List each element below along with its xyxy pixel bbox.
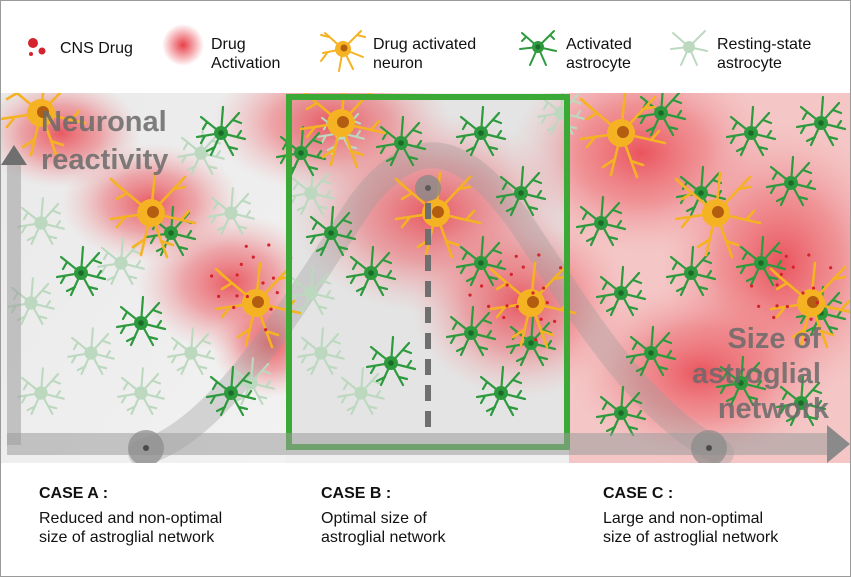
- activated-astrocyte-icon: [519, 30, 557, 66]
- activated-astrocyte: [775, 375, 827, 427]
- drug-activated-neuron: [769, 261, 850, 349]
- resting-astrocyte: [337, 367, 385, 415]
- resting-astrocyte: [97, 237, 145, 285]
- activated-astrocyte: [115, 295, 167, 347]
- resting-astrocyte: [117, 367, 165, 415]
- activated-astrocyte: [55, 245, 107, 297]
- drug-activated-neuron: [214, 261, 302, 349]
- drug-particles: [468, 253, 563, 342]
- x-axis-arrow: [827, 425, 850, 463]
- resting-astrocyte: [17, 197, 65, 245]
- case-b-title: CASE B :: [321, 485, 392, 502]
- activated-astrocyte: [595, 385, 647, 437]
- case-c: CASE C : Large and non-optimal size of a…: [603, 485, 850, 547]
- legend-label-drug: CNS Drug: [60, 40, 133, 57]
- legend: CNS Drug Drug Activation Drug activated …: [1, 1, 850, 93]
- neuron-icon: [320, 30, 366, 72]
- cell-layer: [1, 71, 850, 437]
- activated-astrocyte: [715, 355, 767, 407]
- activated-astrocyte: [195, 105, 247, 157]
- activated-astrocyte: [725, 105, 777, 157]
- activated-astrocyte: [365, 335, 417, 387]
- resting-astrocyte: [287, 167, 335, 215]
- activated-astrocyte: [575, 195, 627, 247]
- legend-label-resting-astrocyte: Resting-state astrocyte: [717, 36, 812, 72]
- x-axis-label: Size of astroglial network: [692, 323, 830, 425]
- activated-astrocyte: [205, 365, 257, 417]
- activated-astrocyte: [345, 245, 397, 297]
- case-c-title: CASE C :: [603, 485, 674, 502]
- activated-astrocyte: [635, 85, 687, 137]
- case-c-description: Large and non-optimal size of astroglial…: [603, 510, 779, 546]
- drug-activated-neuron: [1, 71, 87, 159]
- activated-astrocyte: [595, 265, 647, 317]
- legend-label-activation: Drug Activation: [211, 36, 281, 72]
- activation-glow-icon: [162, 24, 204, 66]
- case-a-description: Reduced and non-optimal size of astrogli…: [39, 510, 223, 546]
- x-axis: [7, 433, 827, 455]
- resting-astrocyte: [167, 327, 215, 375]
- resting-astrocyte: [177, 127, 225, 175]
- resting-astrocyte: [287, 267, 335, 315]
- activated-astrocyte: [375, 115, 427, 167]
- resting-astrocyte-icon: [670, 30, 708, 66]
- activated-astrocyte: [445, 305, 497, 357]
- diagram-svg: Neuronal reactivity Size of astroglial n…: [1, 53, 850, 466]
- activated-astrocyte: [625, 325, 677, 377]
- case-descriptions: CASE A : Reduced and non-optimal size of…: [1, 463, 850, 576]
- activated-astrocyte: [735, 235, 787, 287]
- activated-astrocyte: [495, 165, 547, 217]
- case-a: CASE A : Reduced and non-optimal size of…: [39, 485, 299, 547]
- legend-label-activated-astrocyte: Activated astrocyte: [566, 36, 632, 72]
- drug-dots-icon: [28, 38, 46, 56]
- y-axis: [7, 155, 21, 445]
- y-axis-arrow: [1, 145, 27, 165]
- response-curve: [128, 142, 734, 466]
- drug-activated-neuron: [109, 171, 197, 259]
- activated-astrocyte: [305, 205, 357, 257]
- resting-astrocyte: [297, 327, 345, 375]
- drug-activated-neuron: [489, 261, 577, 349]
- activated-astrocyte: [765, 155, 817, 207]
- activated-astrocyte: [455, 105, 507, 157]
- drug-particles: [210, 243, 293, 332]
- activated-astrocyte: [665, 245, 717, 297]
- diagram-panel: Neuronal reactivity Size of astroglial n…: [1, 53, 850, 466]
- resting-astrocyte: [67, 327, 115, 375]
- drug-particles: [750, 253, 833, 342]
- legend-label-neuron: Drug activated neuron: [373, 36, 477, 72]
- y-axis-label: Neuronal reactivity: [41, 106, 175, 176]
- case-b-description: Optimal size of astroglial network: [321, 510, 446, 546]
- activated-astrocyte: [795, 95, 847, 147]
- drug-activated-neuron: [579, 91, 667, 179]
- activated-astrocyte: [455, 235, 507, 287]
- resting-astrocyte: [17, 367, 65, 415]
- activated-astrocyte: [475, 365, 527, 417]
- case-b: CASE B : Optimal size of astroglial netw…: [321, 485, 581, 547]
- case-a-title: CASE A :: [39, 485, 109, 502]
- resting-astrocyte: [207, 187, 255, 235]
- drug-activated-neuron: [674, 171, 762, 259]
